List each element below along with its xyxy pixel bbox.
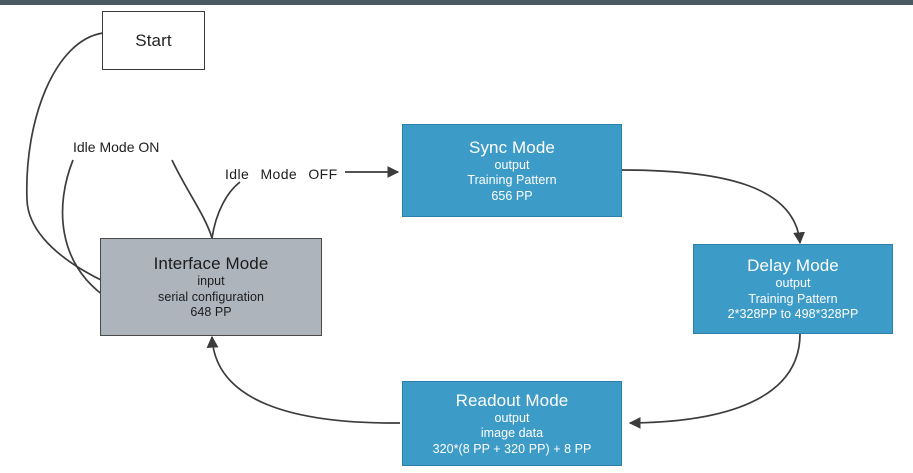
node-delay-mode[interactable]: Delay Mode output Training Pattern 2*328… (693, 244, 893, 334)
edge-idle-on-leader (171, 159, 213, 239)
node-readout-mode[interactable]: Readout Mode output image data 320*(8 PP… (402, 381, 622, 466)
node-start-title: Start (135, 31, 172, 50)
node-interface-mode-line3: 648 PP (190, 305, 232, 320)
node-interface-mode-line2: serial configuration (158, 289, 264, 304)
window-title-bar (0, 0, 913, 5)
node-readout-mode-title: Readout Mode (455, 390, 569, 410)
node-delay-mode-line3: 2*328PP to 498*328PP (727, 307, 859, 322)
edge-delay-to-readout (628, 333, 801, 429)
node-sync-mode-title: Sync Mode (469, 137, 555, 157)
edge-label-idle-mode-on: Idle Mode ON (73, 139, 160, 155)
node-sync-mode-line2: Training Pattern (467, 173, 557, 188)
node-delay-mode-line2: Training Pattern (748, 291, 838, 306)
edge-label-idle-mode-off: Idle Mode OFF (225, 166, 338, 182)
node-interface-mode[interactable]: Interface Mode input serial configuratio… (100, 238, 322, 336)
edge-readout-to-interface (206, 335, 401, 424)
node-sync-mode-line1: output (494, 157, 530, 172)
node-readout-mode-line2: image data (480, 426, 544, 441)
node-interface-mode-title: Interface Mode (153, 254, 269, 274)
edge-idle-off-leader (211, 181, 241, 239)
node-delay-mode-line1: output (775, 276, 811, 291)
node-readout-mode-line1: output (494, 410, 530, 425)
edge-sync-to-delay (621, 169, 805, 245)
node-start[interactable]: Start (102, 11, 205, 70)
node-sync-mode-line3: 656 PP (491, 188, 533, 203)
node-delay-mode-title: Delay Mode (747, 256, 839, 276)
node-sync-mode[interactable]: Sync Mode output Training Pattern 656 PP (402, 124, 622, 217)
node-readout-mode-line3: 320*(8 PP + 320 PP) + 8 PP (432, 441, 592, 456)
node-interface-mode-line1: input (197, 274, 225, 289)
